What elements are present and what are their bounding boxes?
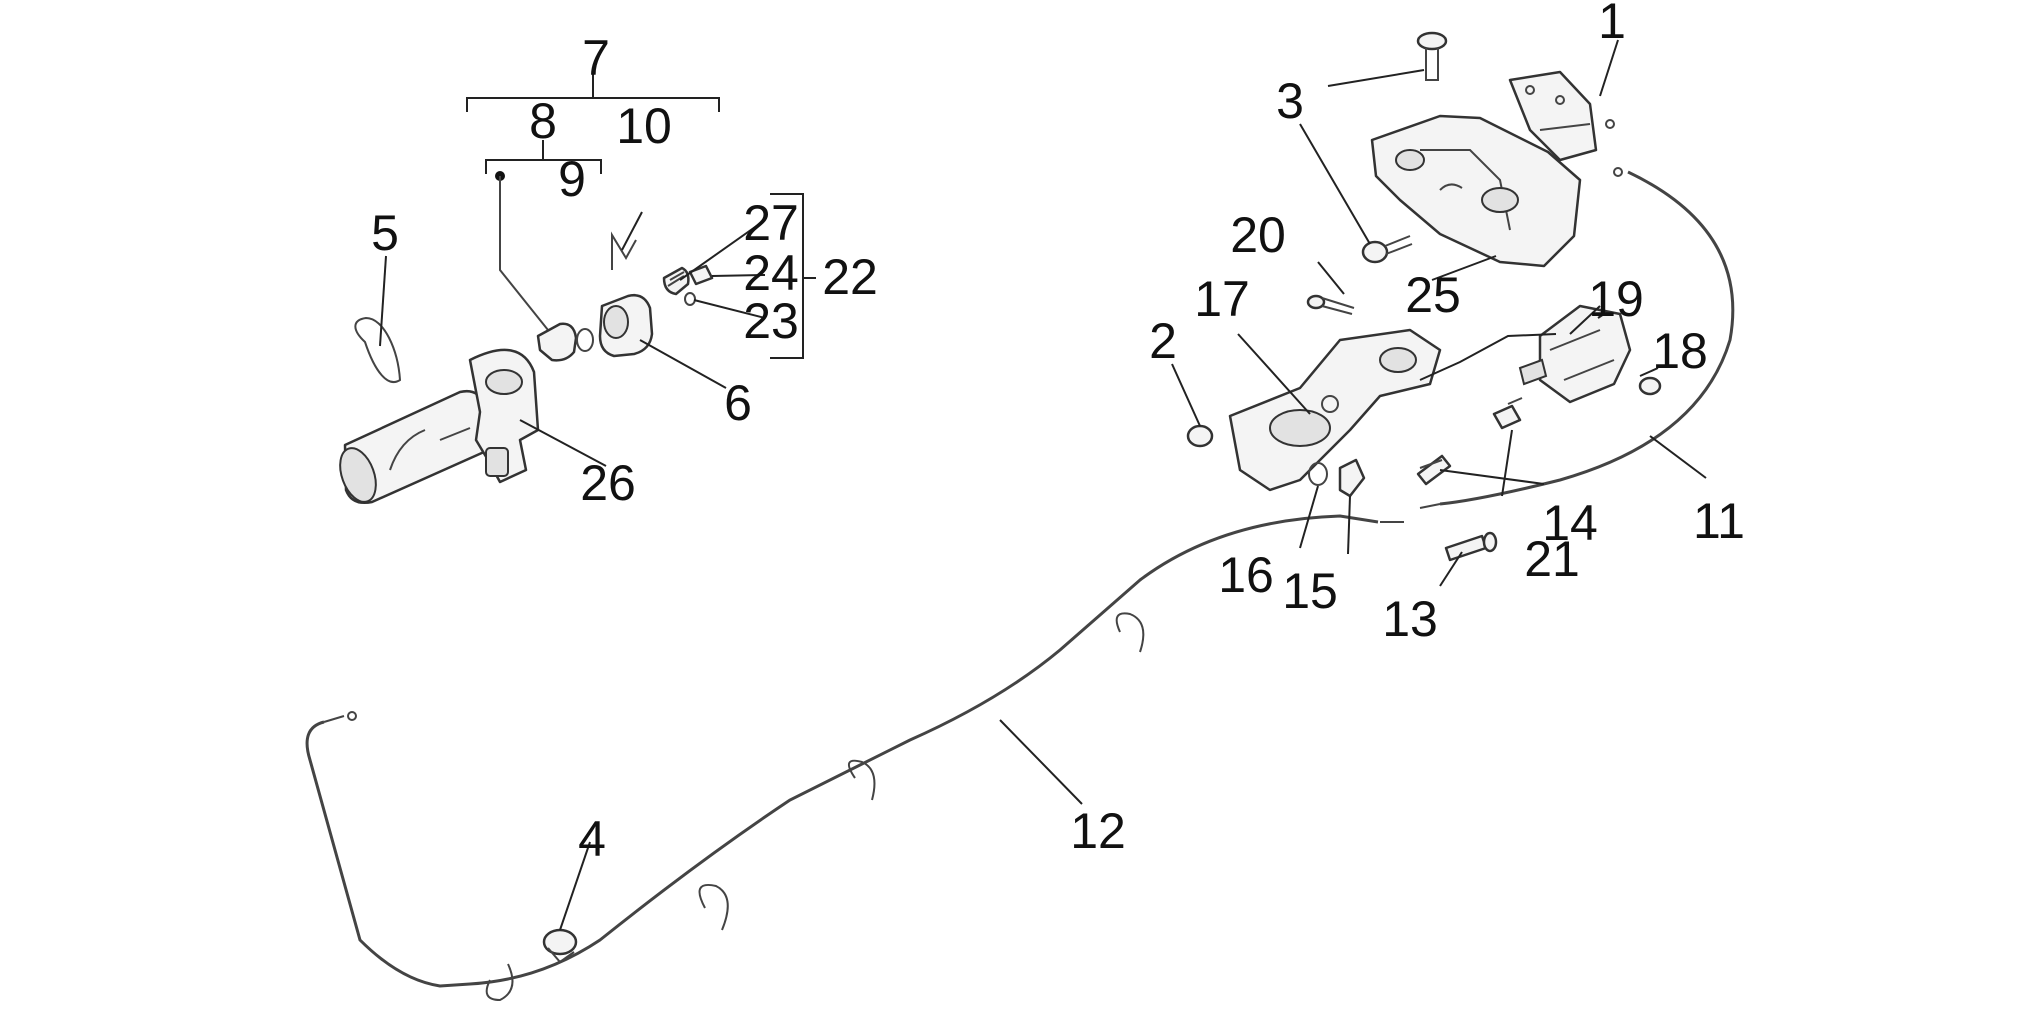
cable-loop-3 xyxy=(698,884,729,931)
callout-2: 2 xyxy=(1149,313,1177,369)
part-key-8 xyxy=(495,171,578,362)
leader-lines xyxy=(379,39,1707,931)
callout-1: 1 xyxy=(1598,0,1626,49)
callout-5: 5 xyxy=(371,205,399,261)
part-nut-18 xyxy=(1638,376,1662,396)
callout-9: 9 xyxy=(558,151,586,207)
callout-10: 10 xyxy=(616,98,672,154)
part-spring-27 xyxy=(662,266,690,296)
cable-11 xyxy=(1419,167,1735,509)
callout-20: 20 xyxy=(1230,207,1286,263)
part-screw-3-bottom xyxy=(1361,235,1413,264)
callout-17: 17 xyxy=(1194,271,1250,327)
callout-6: 6 xyxy=(724,375,752,431)
callout-7: 7 xyxy=(582,30,610,86)
callout-12: 12 xyxy=(1070,803,1126,859)
group-bracket-7 xyxy=(466,72,720,112)
cable-12 xyxy=(305,514,1404,988)
part-holder-26 xyxy=(468,348,540,484)
part-clip-5 xyxy=(354,316,402,383)
part-bracket-25 xyxy=(1370,114,1582,268)
callout-25: 25 xyxy=(1405,267,1461,323)
callout-16: 16 xyxy=(1218,547,1274,603)
callout-26: 26 xyxy=(580,455,636,511)
part-hinge-1 xyxy=(1508,70,1615,162)
part-tube-26-body xyxy=(339,390,497,504)
callout-13: 13 xyxy=(1382,591,1438,647)
callout-23: 23 xyxy=(743,293,799,349)
part-spring-clip-10 xyxy=(611,231,637,270)
clip-4 xyxy=(542,928,578,964)
part-pin-21 xyxy=(1416,454,1452,486)
part-actuator-19 xyxy=(1518,304,1632,404)
callout-21: 21 xyxy=(1524,531,1580,587)
callout-15: 15 xyxy=(1282,563,1338,619)
part-screw-3-top xyxy=(1416,31,1448,81)
part-bolt-20 xyxy=(1306,294,1355,315)
callout-27: 27 xyxy=(743,195,799,251)
callout-4: 4 xyxy=(578,811,606,867)
part-ring-9 xyxy=(576,328,594,352)
callout-19: 19 xyxy=(1588,271,1644,327)
cable-loop-1 xyxy=(1115,612,1145,653)
part-nut-2 xyxy=(1186,424,1214,448)
part-ring-23 xyxy=(684,292,696,306)
part-washer-16 xyxy=(1308,462,1328,486)
group-bracket-8 xyxy=(485,140,602,174)
callout-3: 3 xyxy=(1276,73,1304,129)
callout-11: 11 xyxy=(1693,493,1745,549)
cable-loop-2 xyxy=(847,759,876,801)
part-lock-cylinder-6 xyxy=(598,294,654,358)
callout-18: 18 xyxy=(1652,323,1708,379)
callout-labels: 1 3 7 8 10 9 27 24 22 23 5 6 26 20 17 25… xyxy=(371,0,1745,867)
part-connector-14 xyxy=(1492,397,1523,430)
callout-22: 22 xyxy=(822,249,878,305)
callout-14: 14 xyxy=(1542,495,1598,551)
group-bracket-22 xyxy=(770,193,816,359)
cable-loop-4 xyxy=(485,963,514,1002)
callout-24: 24 xyxy=(743,245,799,301)
part-cam-15 xyxy=(1338,458,1366,498)
part-lock-plate-17 xyxy=(1228,328,1442,492)
part-pin-24 xyxy=(688,264,714,286)
callout-8: 8 xyxy=(529,93,557,149)
part-pin-13 xyxy=(1444,531,1498,562)
